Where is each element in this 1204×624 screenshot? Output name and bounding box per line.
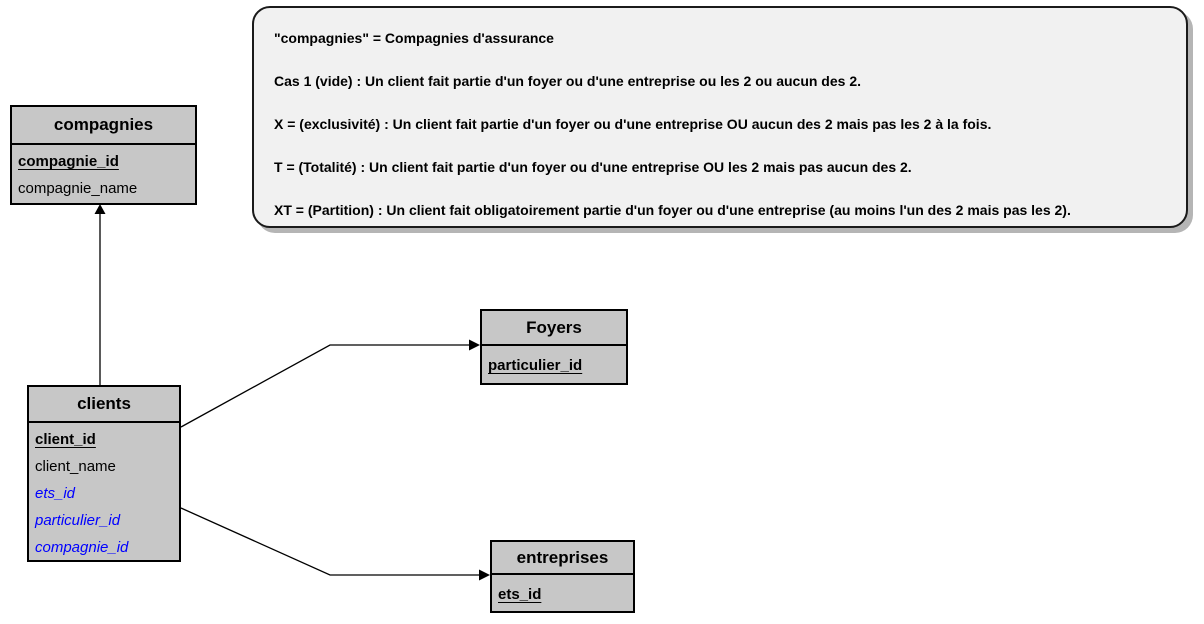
field-foyers-particulier-id: particulier_id bbox=[488, 357, 583, 374]
table-entreprises[interactable]: entreprises ets_id bbox=[490, 540, 635, 613]
field-clients-ets-id: ets_id bbox=[35, 485, 76, 502]
legend-line-exclusivite: X = (exclusivité) : Un client fait parti… bbox=[274, 116, 992, 132]
legend-note-box[interactable]: "compagnies" = Compagnies d'assurance Ca… bbox=[252, 6, 1188, 228]
field-clients-client-id: client_id bbox=[35, 431, 96, 448]
table-compagnies-fields: compagnie_id compagnie_name bbox=[12, 145, 195, 204]
legend-line-compagnies: "compagnies" = Compagnies d'assurance bbox=[274, 30, 554, 46]
legend-line-totalite: T = (Totalité) : Un client fait partie d… bbox=[274, 159, 912, 175]
connector-clients-compagnies bbox=[94, 204, 106, 385]
table-compagnies[interactable]: compagnies compagnie_id compagnie_name bbox=[10, 105, 197, 205]
connector-clients-foyers bbox=[180, 339, 480, 428]
field-clients-compagnie-id: compagnie_id bbox=[35, 539, 129, 556]
field-clients-client-name: client_name bbox=[35, 458, 116, 475]
table-foyers[interactable]: Foyers particulier_id bbox=[480, 309, 628, 385]
table-entreprises-fields: ets_id bbox=[492, 575, 633, 613]
table-clients-fields: client_id client_name ets_id particulier… bbox=[29, 423, 179, 563]
connector-clients-entreprises bbox=[180, 507, 490, 581]
arrowhead-up-icon bbox=[94, 204, 106, 214]
table-foyers-fields: particulier_id bbox=[482, 346, 626, 385]
table-compagnies-title: compagnies bbox=[12, 107, 195, 145]
table-clients[interactable]: clients client_id client_name ets_id par… bbox=[27, 385, 181, 562]
field-clients-particulier-id: particulier_id bbox=[35, 512, 121, 529]
table-entreprises-title: entreprises bbox=[492, 542, 633, 575]
field-compagnies-compagnie-id: compagnie_id bbox=[18, 153, 119, 170]
table-clients-title: clients bbox=[29, 387, 179, 423]
table-foyers-title: Foyers bbox=[482, 311, 626, 346]
legend-line-cas1: Cas 1 (vide) : Un client fait partie d'u… bbox=[274, 73, 861, 89]
field-entreprises-ets-id: ets_id bbox=[498, 586, 542, 603]
field-compagnies-compagnie-name: compagnie_name bbox=[18, 180, 138, 197]
arrowhead-right-icon bbox=[479, 569, 490, 581]
arrowhead-right-icon bbox=[469, 339, 480, 351]
legend-line-partition: XT = (Partition) : Un client fait obliga… bbox=[274, 202, 1071, 218]
